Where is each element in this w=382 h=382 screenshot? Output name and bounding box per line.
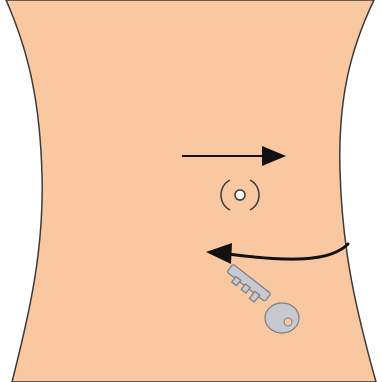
key-bow [265, 303, 299, 333]
key-bow-hole [284, 318, 292, 326]
navel-center [235, 190, 245, 200]
abdomen-torso-icon [6, 0, 376, 382]
